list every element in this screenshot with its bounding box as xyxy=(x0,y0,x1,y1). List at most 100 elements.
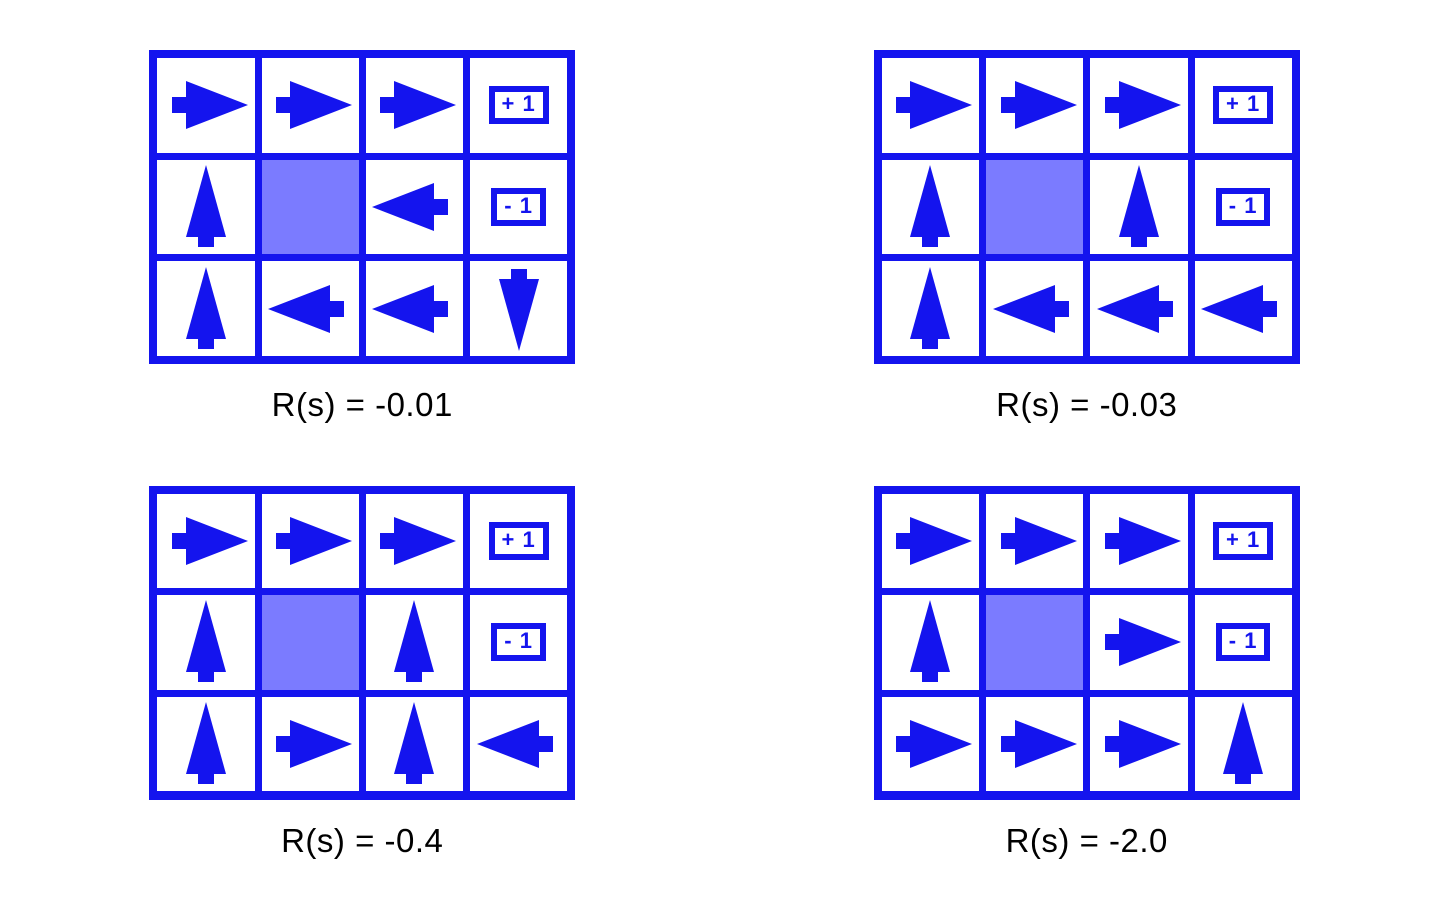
grid-cell-r2-c0[interactable] xyxy=(881,261,979,356)
arrow-right-icon xyxy=(1093,495,1185,587)
panel-caption: R(s) = -0.01 xyxy=(271,386,453,423)
arrow-up-icon xyxy=(160,596,252,688)
arrow-right-icon xyxy=(884,495,976,587)
grid-cell-r0-c1[interactable] xyxy=(986,58,1084,153)
grid-cell-r2-c0[interactable] xyxy=(157,261,255,356)
grid-cell-r0-c0[interactable] xyxy=(157,58,255,153)
grid-cell-r1-c2[interactable] xyxy=(1090,595,1188,690)
grid-cell-r2-c3[interactable] xyxy=(1194,261,1292,356)
arrow-up-icon xyxy=(368,596,460,688)
gridworld-3: + 1 - 1 xyxy=(149,485,576,800)
arrow-right-icon xyxy=(1093,698,1185,790)
grid-cell-r0-c1[interactable] xyxy=(261,58,359,153)
reward-plus-one-badge: + 1 xyxy=(1213,86,1274,125)
grid-cell-r1-c3[interactable]: - 1 xyxy=(1194,159,1292,255)
arrow-up-icon xyxy=(1197,698,1289,790)
grid-cell-r1-c0[interactable] xyxy=(881,595,979,690)
reward-plus-one-badge: + 1 xyxy=(488,521,549,560)
arrow-up-icon xyxy=(884,161,976,253)
arrow-up-icon xyxy=(368,698,460,790)
arrow-up-icon xyxy=(884,596,976,688)
arrow-right-icon xyxy=(264,59,356,151)
grid-cell-r2-c3[interactable] xyxy=(1194,696,1292,792)
grid-cell-r1-c0[interactable] xyxy=(157,159,255,255)
arrow-right-icon xyxy=(884,59,976,151)
grid-cell-r0-c3[interactable]: + 1 xyxy=(470,493,568,589)
grid-cell-r0-c1[interactable] xyxy=(986,493,1084,589)
grid-cell-r2-c2[interactable] xyxy=(365,261,463,356)
grid-cell-r0-c0[interactable] xyxy=(881,493,979,589)
arrow-left-icon xyxy=(264,263,356,355)
grid-cell-r2-c2[interactable] xyxy=(1090,261,1188,356)
panel-caption: R(s) = -2.0 xyxy=(1005,821,1168,859)
grid-cell-r1-c3[interactable]: - 1 xyxy=(470,595,568,690)
reward-plus-one-badge: + 1 xyxy=(488,86,549,125)
arrow-right-icon xyxy=(264,698,356,790)
grid-cell-r0-c0[interactable] xyxy=(881,58,979,153)
arrow-right-icon xyxy=(1093,596,1185,688)
arrow-right-icon xyxy=(160,59,252,151)
policy-panel-2: + 1 - 1 R(s) = -0.03 xyxy=(725,0,1449,451)
grid-cell-r1-c2[interactable] xyxy=(365,159,463,255)
panel-caption: R(s) = -0.03 xyxy=(996,386,1178,423)
blocked-wall-cell xyxy=(986,159,1084,255)
grid-cell-r2-c3[interactable] xyxy=(470,696,568,792)
reward-minus-one-badge: - 1 xyxy=(1215,623,1271,662)
grid-cell-r2-c2[interactable] xyxy=(1090,696,1188,792)
arrow-up-icon xyxy=(160,698,252,790)
reward-minus-one-badge: - 1 xyxy=(491,187,546,226)
policy-panel-4: + 1 - 1 R(s) = -2.0 xyxy=(725,451,1449,901)
arrow-left-icon xyxy=(368,263,460,355)
arrow-right-icon xyxy=(989,495,1081,587)
blocked-wall-cell xyxy=(986,595,1084,690)
arrow-up-icon xyxy=(884,263,976,355)
grid-cell-r2-c0[interactable] xyxy=(157,696,255,792)
arrow-right-icon xyxy=(989,698,1081,790)
grid-cell-r0-c2[interactable] xyxy=(365,58,463,153)
grid-cell-r2-c3[interactable] xyxy=(470,261,568,356)
grid-cell-r2-c1[interactable] xyxy=(986,261,1084,356)
grid-cell-r2-c1[interactable] xyxy=(261,261,359,356)
grid-cell-r2-c1[interactable] xyxy=(986,696,1084,792)
grid-cell-r0-c1[interactable] xyxy=(261,493,359,589)
arrow-right-icon xyxy=(368,59,460,151)
grid-cell-r0-c2[interactable] xyxy=(365,493,463,589)
arrow-up-icon xyxy=(160,263,252,355)
grid-cell-r1-c3[interactable]: - 1 xyxy=(1194,595,1292,690)
grid-cell-r0-c3[interactable]: + 1 xyxy=(1194,493,1292,589)
grid-cell-r1-c3[interactable]: - 1 xyxy=(470,159,568,255)
grid-cell-r0-c3[interactable]: + 1 xyxy=(1194,58,1292,153)
grid-cell-r2-c2[interactable] xyxy=(365,696,463,792)
reward-minus-one-badge: - 1 xyxy=(491,623,546,662)
grid-cell-r0-c3[interactable]: + 1 xyxy=(470,58,568,153)
arrow-down-icon xyxy=(473,263,565,355)
blocked-wall-cell xyxy=(261,159,359,255)
grid-cell-r0-c2[interactable] xyxy=(1090,493,1188,589)
grid-cell-r2-c0[interactable] xyxy=(881,696,979,792)
arrow-right-icon xyxy=(1093,59,1185,151)
reward-minus-one-badge: - 1 xyxy=(1215,187,1271,226)
gridworld-4: + 1 - 1 xyxy=(873,485,1300,800)
grid-cell-r1-c2[interactable] xyxy=(1090,159,1188,255)
arrow-up-icon xyxy=(160,161,252,253)
grid-cell-r1-c2[interactable] xyxy=(365,595,463,690)
grid-cell-r0-c0[interactable] xyxy=(157,493,255,589)
arrow-right-icon xyxy=(884,698,976,790)
arrow-right-icon xyxy=(160,495,252,587)
grid-cell-r0-c2[interactable] xyxy=(1090,58,1188,153)
grid-cell-r1-c0[interactable] xyxy=(157,595,255,690)
arrow-left-icon xyxy=(473,698,565,790)
panel-caption: R(s) = -0.4 xyxy=(281,821,444,859)
reward-plus-one-badge: + 1 xyxy=(1213,521,1274,560)
arrow-left-icon xyxy=(1093,263,1185,355)
grid-cell-r1-c0[interactable] xyxy=(881,159,979,255)
grid-cell-r2-c1[interactable] xyxy=(261,696,359,792)
arrow-right-icon xyxy=(989,59,1081,151)
arrow-up-icon xyxy=(1093,161,1185,253)
gridworld-1: + 1 - 1 xyxy=(149,50,576,364)
policy-panel-3: + 1 - 1 R(s) = -0.4 xyxy=(0,451,725,901)
blocked-wall-cell xyxy=(261,595,359,690)
arrow-left-icon xyxy=(1197,263,1289,355)
gridworld-2: + 1 - 1 xyxy=(873,50,1300,364)
